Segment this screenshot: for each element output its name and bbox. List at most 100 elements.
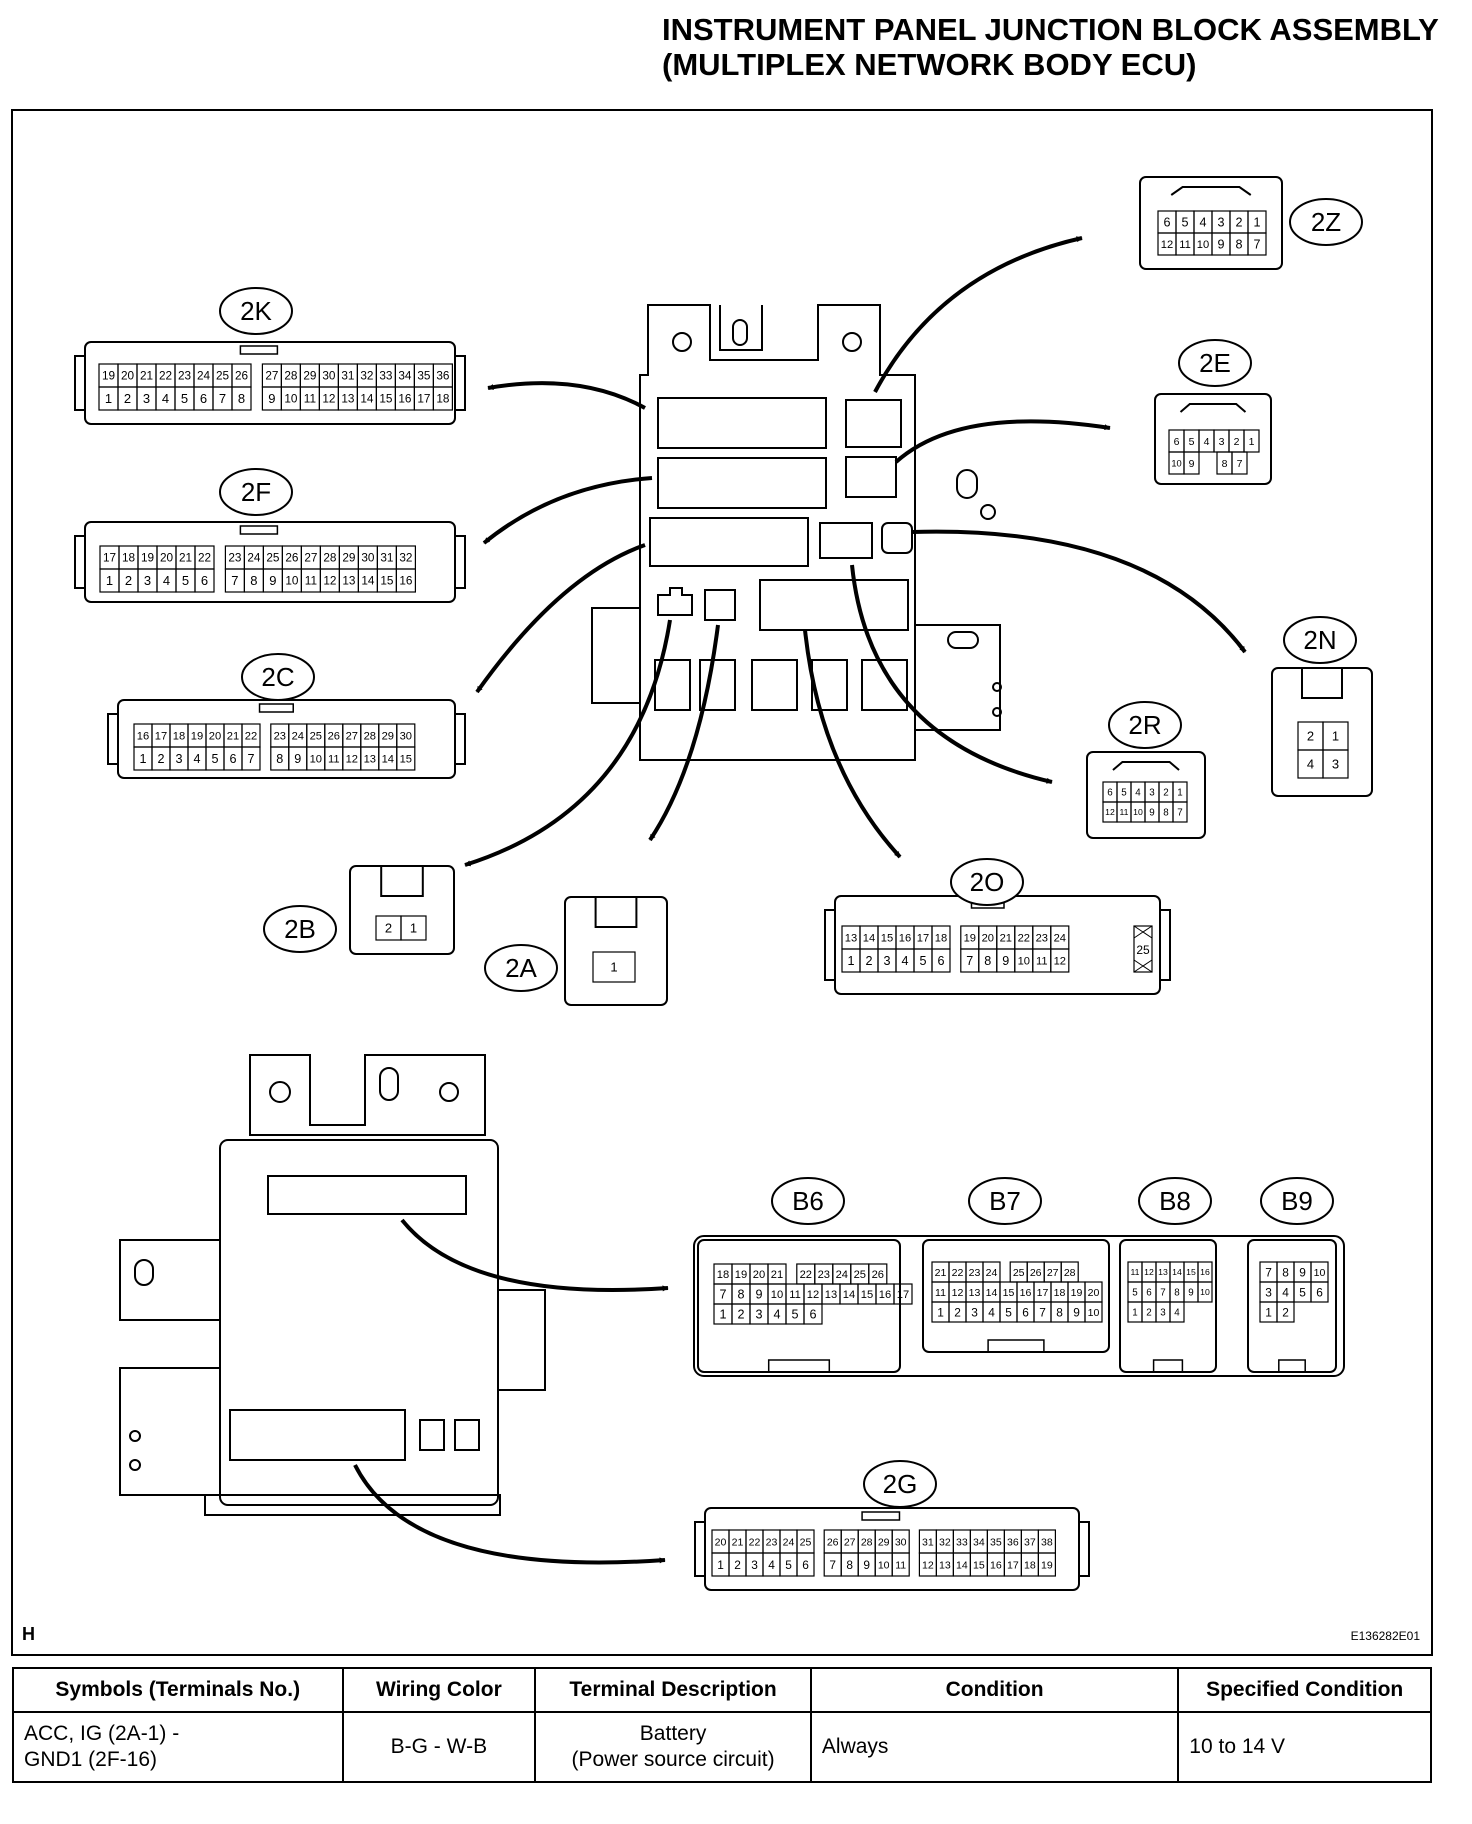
pin-cell <box>891 1552 910 1577</box>
pin-number: 11 <box>895 1559 906 1571</box>
arrows <box>353 236 1247 1565</box>
pin-number: 8 <box>1056 1305 1063 1319</box>
pin-number: 24 <box>197 370 211 383</box>
pin-number: 1 <box>847 954 854 968</box>
pin-number: 20 <box>1088 1287 1100 1299</box>
pin-number: 27 <box>346 731 358 743</box>
pin-number: 21 <box>771 1269 783 1281</box>
pin-number: 18 <box>935 933 947 945</box>
connector-label: 2F <box>241 477 271 507</box>
pin-number: 18 <box>173 731 185 743</box>
pin-number: 17 <box>897 1289 909 1301</box>
pin-number: 10 <box>1314 1267 1326 1279</box>
pin-number: 6 <box>1022 1305 1029 1319</box>
pin-number: 20 <box>160 552 174 565</box>
pin-number: 5 <box>1132 1288 1138 1299</box>
pin-number: 12 <box>1054 956 1066 968</box>
pin-number: 2 <box>1234 436 1240 448</box>
connector-label-oval <box>484 944 558 992</box>
pin-number: 7 <box>1237 458 1243 470</box>
pin-number: 5 <box>1189 436 1195 448</box>
pin-number: 9 <box>1299 1265 1306 1279</box>
header-condition: Condition <box>809 1667 1180 1713</box>
pin-number: 20 <box>121 370 135 383</box>
pin-number: 3 <box>1265 1285 1272 1299</box>
pin-number: 11 <box>1119 807 1128 817</box>
pin-number: 24 <box>986 1267 998 1279</box>
pin-number: 18 <box>122 552 136 565</box>
pin-number: 17 <box>417 393 430 406</box>
side-pin: 25 <box>1136 943 1150 957</box>
pin-number: 14 <box>843 1289 855 1301</box>
arrow-to-2A <box>648 624 720 842</box>
pin-number: 13 <box>1158 1267 1168 1277</box>
pin-number: 3 <box>1332 757 1339 772</box>
pin-number: 4 <box>773 1308 780 1322</box>
pin-number: 7 <box>1265 1265 1272 1279</box>
pin-number: 10 <box>310 754 322 766</box>
pin-number: 30 <box>895 1536 907 1548</box>
pin-number: 5 <box>1121 788 1127 799</box>
pin-number: 21 <box>935 1267 947 1279</box>
pin-cell <box>1322 749 1349 779</box>
pin-number: 20 <box>209 731 221 743</box>
connector-label: 2K <box>240 296 272 326</box>
description-line-1: Battery <box>639 1722 707 1745</box>
pin-number: 1 <box>1253 216 1260 230</box>
connector-label-oval <box>219 468 293 516</box>
pin-number: 29 <box>342 552 355 565</box>
pin-number: 10 <box>771 1289 783 1301</box>
arrow-to-2N <box>911 529 1247 654</box>
pin-number: 5 <box>182 573 189 588</box>
pin-number: 15 <box>881 933 893 945</box>
pin-number: 21 <box>1000 933 1012 945</box>
pin-number: 8 <box>1282 1265 1289 1279</box>
pin-number: 11 <box>328 754 340 766</box>
pin-number: 25 <box>310 731 322 743</box>
pin-number: 32 <box>399 552 412 565</box>
pin-number: 26 <box>1030 1267 1042 1279</box>
pin-number: 21 <box>179 552 192 565</box>
pin-cell <box>1169 1301 1185 1323</box>
pin-number: 6 <box>1174 436 1180 448</box>
pin-number: 23 <box>766 1536 778 1548</box>
pin-number: 27 <box>304 552 317 565</box>
pin-number: 7 <box>231 573 238 588</box>
pin-number: 14 <box>361 575 375 588</box>
pin-number: 13 <box>342 575 356 588</box>
arrow-to-2R <box>850 564 1053 784</box>
connector-label: 2R <box>1128 710 1161 740</box>
arrow-to-2B <box>464 619 672 867</box>
terminal-spec-table: Symbols (Terminals No.) Wiring Color Ter… <box>12 1667 1432 1783</box>
pin-number: 4 <box>162 391 169 406</box>
pin-number: 33 <box>956 1536 968 1548</box>
pin-number: 29 <box>303 370 316 383</box>
pin-number: 2 <box>1282 1305 1289 1319</box>
pin-number: 8 <box>276 752 283 766</box>
pin-number: 13 <box>969 1287 981 1299</box>
pin-number: 22 <box>159 370 172 383</box>
pin-number: 3 <box>1217 216 1224 230</box>
pin-number: 2 <box>1163 788 1168 799</box>
arrow-to-2K <box>487 381 646 410</box>
pin-number: 6 <box>200 391 207 406</box>
pin-number: 1 <box>105 391 112 406</box>
pin-number: 16 <box>399 575 413 588</box>
pin-number: 1 <box>139 752 146 766</box>
pin-cell <box>1172 801 1188 823</box>
pin-number: 11 <box>1179 239 1191 251</box>
pin-number: 6 <box>1163 216 1170 230</box>
table-row: ACC, IG (2A-1) - GND1 (2F-16) B-G - W-B … <box>12 1711 1432 1783</box>
description-line-2: (Power source circuit) <box>571 1748 775 1771</box>
pin-number: 19 <box>141 552 154 565</box>
pin-cell <box>194 568 215 593</box>
connector-label: 2B <box>284 914 316 944</box>
connector-label: 2N <box>1303 625 1336 655</box>
pin-number: 2 <box>124 391 131 406</box>
pin-number: 5 <box>1299 1285 1306 1299</box>
pin-number: 8 <box>250 573 257 588</box>
